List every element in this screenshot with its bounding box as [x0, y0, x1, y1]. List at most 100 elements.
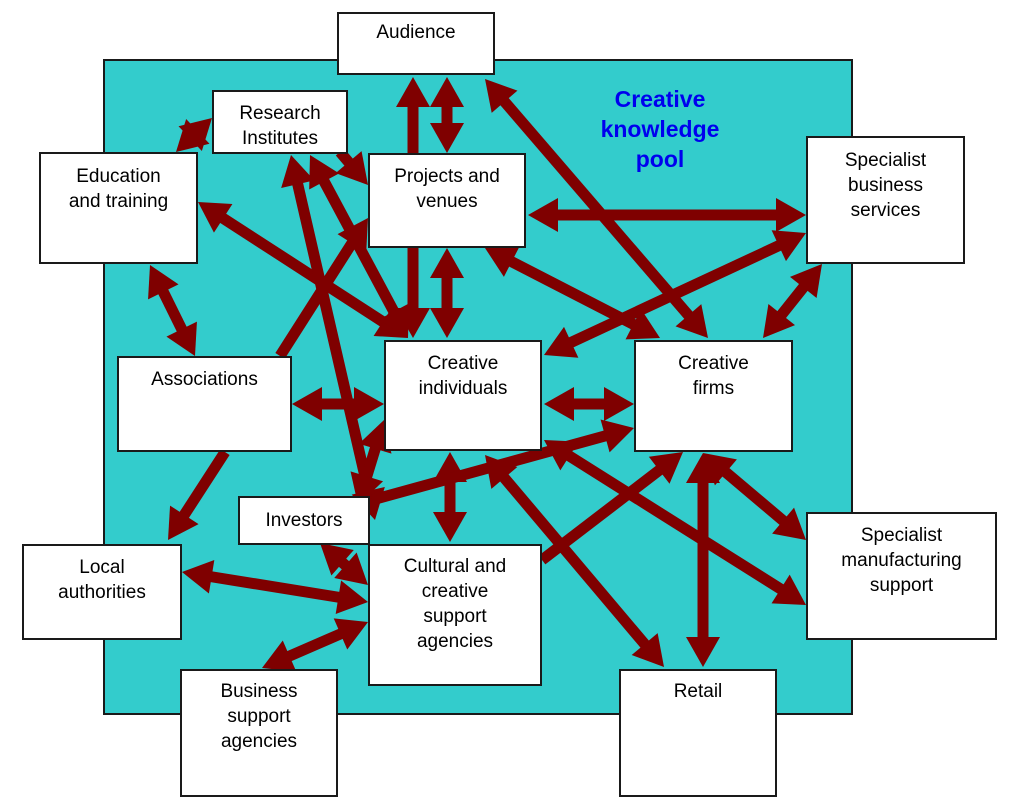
pool-title-line: knowledge	[600, 116, 720, 142]
arrowhead	[790, 264, 822, 299]
arrow-research-cultural	[290, 175, 376, 500]
node-label: Business	[220, 681, 298, 702]
arrow-audience-firms	[495, 92, 698, 325]
arrowhead	[430, 308, 464, 338]
arrow-cultural-firms	[538, 461, 669, 565]
node-label: individuals	[418, 378, 508, 399]
arrowhead	[544, 326, 579, 358]
node-label: venues	[416, 191, 478, 212]
node-label: Local	[79, 557, 125, 578]
arrow-firms-specialist_manufacturing	[716, 462, 793, 531]
node-investors: Investors	[238, 496, 370, 545]
node-research-institutes: Research Institutes	[212, 90, 348, 154]
pool-title-line: pool	[635, 146, 685, 172]
arrowhead	[337, 218, 368, 253]
arrow-specialist_business-individuals	[561, 237, 789, 351]
node-label: Education	[76, 166, 161, 187]
node-label: creative	[421, 581, 489, 602]
arrow-specialist_business-firms	[772, 277, 813, 325]
node-education-and-training: Education and training	[39, 152, 198, 264]
arrowhead	[433, 512, 467, 542]
node-specialist-business-services: Specialist business services	[806, 136, 965, 264]
node-creative-firms: Creative firms	[634, 340, 793, 452]
arrowhead	[686, 637, 720, 667]
arrowhead	[396, 308, 430, 338]
node-label: firms	[692, 378, 735, 399]
arrowhead	[176, 119, 210, 152]
arrow-individuals-specialist_manufacturing	[559, 447, 791, 598]
arrowhead	[763, 303, 795, 338]
arrowhead	[485, 246, 520, 277]
node-label: business	[848, 175, 923, 196]
node-label: support	[423, 606, 487, 627]
arrowhead	[430, 123, 464, 153]
arrowhead	[320, 543, 354, 576]
arrow-business_support-cultural	[279, 625, 351, 665]
node-business-support-agencies: Business support agencies	[180, 669, 338, 797]
arrowhead	[485, 79, 518, 113]
arrowhead	[544, 440, 579, 471]
arrowhead	[771, 574, 806, 605]
arrow-associations-projects	[275, 233, 361, 359]
node-label: and training	[68, 191, 169, 212]
arrowhead	[430, 248, 464, 278]
arrowhead	[334, 552, 368, 585]
arrowhead	[485, 455, 518, 489]
node-label: Projects and	[394, 166, 500, 187]
pool-title-line: Creative	[614, 86, 706, 112]
node-associations: Associations	[117, 356, 292, 452]
arrowhead	[148, 265, 179, 300]
arrowhead	[600, 419, 634, 453]
arrowhead	[528, 198, 558, 232]
node-label: Cultural and	[403, 556, 507, 577]
arrow-associations-local	[175, 449, 230, 525]
arrowhead	[675, 304, 708, 338]
arrowhead	[335, 151, 368, 185]
arrowhead	[166, 321, 197, 356]
arrowhead	[292, 387, 322, 421]
arrow-education-individuals	[213, 209, 393, 331]
node-projects-and-venues: Projects and venues	[368, 153, 526, 248]
arrow-education-associations	[154, 282, 191, 339]
arrowhead	[396, 77, 430, 107]
node-retail: Retail	[619, 669, 777, 797]
arrowhead	[604, 387, 634, 421]
node-label: Investors	[265, 510, 343, 531]
node-label: Research	[239, 103, 321, 124]
node-label: Specialist	[860, 525, 943, 546]
arrowhead	[703, 453, 737, 486]
node-cultural-and-creative-support-agencies: Cultural and creative support agencies	[368, 544, 542, 686]
arrowhead	[309, 155, 340, 190]
node-label: Creative	[427, 353, 499, 374]
node-creative-individuals: Creative individuals	[384, 340, 542, 451]
node-label: support	[227, 706, 291, 727]
arrowhead	[625, 309, 660, 340]
node-label: Specialist	[844, 150, 927, 171]
node-label: support	[869, 575, 934, 596]
node-label: Institutes	[241, 128, 319, 149]
node-label: Retail	[673, 681, 723, 702]
arrowhead	[182, 559, 215, 594]
pool-title: Creative knowledge pool	[580, 84, 740, 174]
node-label: agencies	[416, 631, 494, 652]
arrowhead	[354, 387, 384, 421]
node-label: services	[850, 200, 921, 221]
arrowhead	[631, 633, 664, 667]
arrow-local-cultural	[202, 570, 348, 604]
arrowhead	[333, 618, 368, 650]
arrowhead	[262, 640, 297, 672]
node-specialist-manufacturing-support: Specialist manufacturing support	[806, 512, 997, 640]
node-label: manufacturing	[841, 550, 962, 571]
arrowhead	[358, 420, 392, 454]
node-label: authorities	[58, 582, 146, 603]
node-label: Creative	[678, 353, 749, 374]
arrowhead	[544, 387, 574, 421]
arrowhead	[198, 202, 233, 233]
arrowhead	[430, 77, 464, 107]
node-label: Audience	[376, 22, 456, 43]
arrowhead	[335, 580, 368, 615]
node-label: Associations	[151, 369, 258, 390]
arrowhead	[648, 452, 683, 484]
arrowhead	[771, 230, 806, 262]
arrowhead	[168, 505, 199, 540]
